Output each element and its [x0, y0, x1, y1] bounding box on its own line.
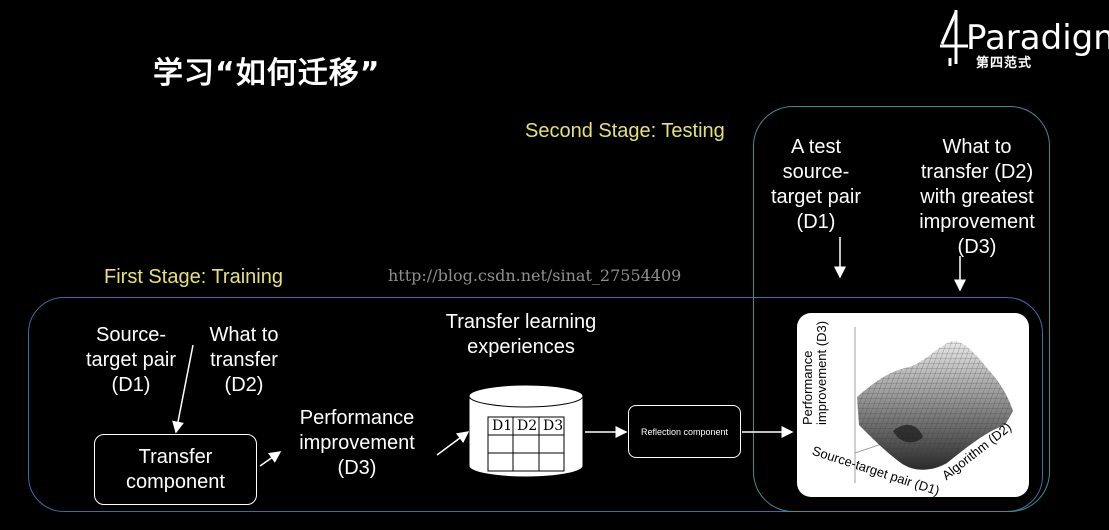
testing-stage-label: Second Stage: Testing — [525, 120, 725, 142]
db-column-d3: D3 — [543, 418, 564, 434]
transfer-component-box: Transfer component — [94, 434, 257, 505]
logo-subtitle: 第四范式 — [976, 56, 1033, 71]
arrow-component-to-performance — [259, 451, 282, 467]
what-to-transfer-label: What to transfer (D2) — [209, 324, 279, 396]
slide-title: 学习“如何迁移” — [153, 56, 381, 91]
arrow-performance-to-db — [436, 431, 470, 456]
source-target-pair-label: Source- target pair (D1) — [85, 324, 177, 396]
logo-wordmark: Paradigm — [966, 18, 1109, 58]
testing-stage-box — [753, 106, 1050, 512]
arrow-what-to-component — [172, 344, 194, 434]
db-column-d2: D2 — [517, 418, 538, 434]
transfer-learning-experiences-label: Transfer learning experiences — [445, 311, 597, 358]
reflection-component-box: Reflection component — [628, 405, 741, 458]
what-to-transfer-greatest-label: What to transfer (D2) with greatest impr… — [919, 136, 1035, 258]
logo-mark-icon — [940, 10, 968, 66]
experience-database-icon: D1 D2 D3 — [468, 384, 584, 478]
performance-improvement-label: Performance improvement (D3) — [299, 407, 415, 479]
db-column-d1: D1 — [492, 418, 513, 434]
performance-surface-plot: Performance improvement (D3) Source-targ… — [797, 313, 1029, 498]
training-stage-box — [28, 297, 1043, 512]
watermark-url: http://blog.csdn.net/sinat_27554409 — [388, 266, 682, 285]
paradigm-logo: Paradigm 第四范式 — [938, 8, 1109, 71]
training-stage-label: First Stage: Training — [104, 266, 283, 288]
test-pair-label: A test source- target pair (D1) — [770, 136, 862, 233]
surface-mesh — [854, 327, 1013, 483]
